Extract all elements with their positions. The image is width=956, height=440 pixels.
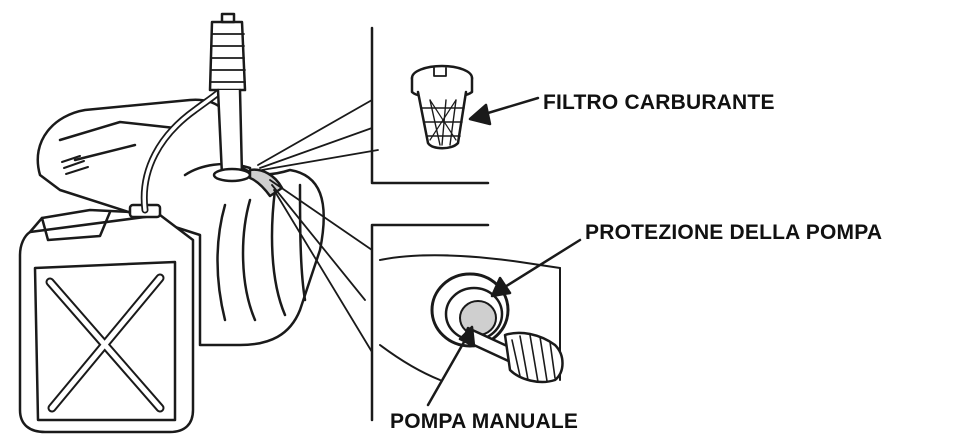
filter-leader-arrow xyxy=(468,96,540,126)
fuel-can xyxy=(18,203,195,434)
fuel-filter xyxy=(410,64,474,150)
pump-leader-arrow xyxy=(426,325,476,407)
callout-lines xyxy=(257,99,379,353)
generator-body xyxy=(36,98,325,347)
pump-hose-end xyxy=(461,326,564,384)
guard-leader-arrow xyxy=(490,238,582,298)
fuel-filter-label: FILTRO CARBURANTE xyxy=(543,91,775,114)
pump-guard xyxy=(430,272,510,348)
inset-top-frame xyxy=(370,26,490,185)
pump-guard-label: PROTEZIONE DELLA POMPA xyxy=(585,221,883,244)
hand-pump-label: POMPA MANUALE xyxy=(390,410,579,433)
